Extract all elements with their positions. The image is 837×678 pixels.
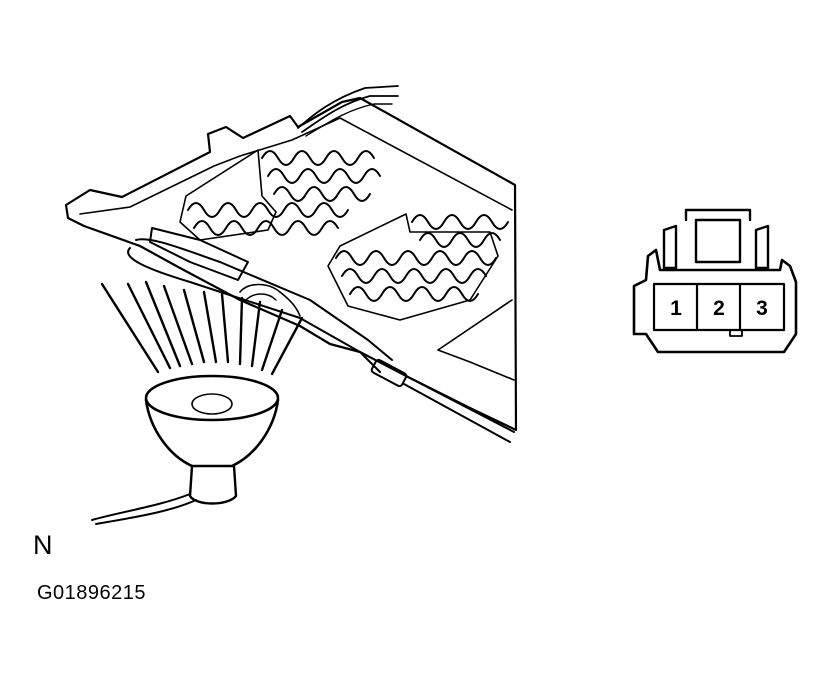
connector-latch [684,208,752,222]
heater-wire-row [267,168,381,184]
heater-wire-row [341,268,487,284]
lead-wire [305,103,393,137]
heater-wire-row [261,150,375,166]
connector-key [729,329,743,337]
heater-mat-cutout [437,299,515,381]
inline-connector [370,358,408,388]
heater-wire-row [411,214,509,230]
connector-pin-2: 2 [713,297,725,320]
heater-wire-row [349,286,479,302]
light-beams [100,280,304,376]
connector-left-post [662,224,678,270]
lead-wire [301,95,399,133]
figure-code-label: G01896215 [37,582,147,604]
wire-harness [245,293,277,301]
wire-harness [239,283,301,317]
lamp-cord [91,493,191,521]
lamp-base [188,464,238,505]
heater-mat [64,85,518,443]
lamp-reflector [144,398,280,468]
connector-right-post [754,224,770,270]
heater-wire-row [273,186,371,202]
heater-mat-outline [64,96,518,432]
lamp-bulb [191,393,233,415]
view-letter-label: N [33,530,53,560]
heater-wire-row [193,220,339,236]
heater-mat-inner-edge [79,117,513,215]
output-cable [409,377,515,433]
connector-pin-3: 3 [756,297,768,320]
lamp [91,374,280,525]
heater-wire-boundary [327,213,499,321]
connector-body [632,248,798,354]
lamp-rim [144,374,280,422]
output-cable [403,383,511,443]
connector-pin-1: 1 [670,297,682,320]
heater-wire-boundary [179,149,277,241]
wire-harness [135,238,393,361]
wire-harness [127,247,381,373]
connector-top-tab [694,218,742,264]
sensor-pad [149,227,249,281]
heater-wire-row [419,232,501,248]
heater-wire-rows [187,150,509,302]
heater-wire-row [335,250,497,266]
lamp-cord [95,499,197,525]
connector-front-view: 1 2 3 [632,208,798,354]
heater-wire-row [187,202,349,218]
connector-face [652,282,786,332]
lead-wire [297,85,399,129]
